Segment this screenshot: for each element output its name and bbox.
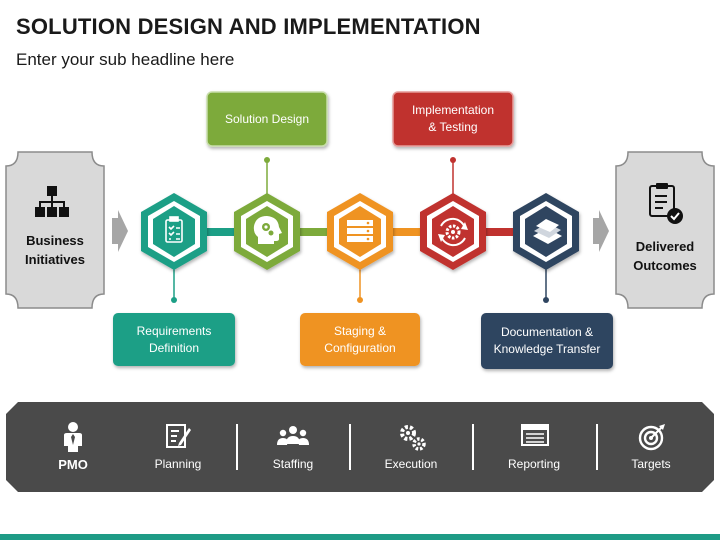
stage-box-staging <box>300 313 420 366</box>
bar-item-pmo: PMO <box>18 402 128 492</box>
documents-icon <box>533 219 562 244</box>
stage-hex-solution-design <box>234 193 300 270</box>
report-icon <box>521 424 549 446</box>
planning-icon <box>166 424 191 448</box>
stage-hex-documentation <box>513 193 579 270</box>
delivered-outcomes-panel <box>615 151 715 309</box>
person-icon <box>64 422 82 452</box>
stage-label-staging: Staging & Configuration <box>324 323 396 355</box>
clipboard-checklist-icon <box>165 216 183 243</box>
hierarchy-icon <box>35 186 69 217</box>
bottom-accent-strip <box>0 534 720 540</box>
arrow-out-icon <box>593 210 609 252</box>
separator <box>349 424 351 470</box>
gear-cycle-icon <box>438 217 468 247</box>
bar-item-execution: Execution <box>356 402 466 492</box>
stage-label-implementation: Implementation & Testing <box>411 103 495 134</box>
stage-hex-staging <box>327 193 393 270</box>
server-stack-icon <box>347 220 373 242</box>
stage-label-requirements: Requirements Definition <box>136 323 212 355</box>
stage-box-requirements <box>113 313 235 366</box>
business-initiatives-label: Business Initiatives <box>25 233 85 267</box>
connector <box>298 228 328 236</box>
stage-box-solution-design <box>206 91 328 147</box>
target-icon <box>638 424 665 451</box>
connector <box>391 228 421 236</box>
page-subtitle: Enter your sub headline here <box>16 50 235 69</box>
bar-item-targets: Targets <box>596 402 706 492</box>
page-title: SOLUTION DESIGN AND IMPLEMENTATION <box>16 14 481 39</box>
arrow-in-icon <box>112 210 128 252</box>
process-diagram <box>5 91 715 369</box>
stage-box-implementation <box>392 91 514 147</box>
bar-item-reporting: Reporting <box>479 402 589 492</box>
business-initiatives-panel <box>5 151 105 309</box>
stage-box-documentation <box>481 313 613 369</box>
stage-label-documentation: Documentation & Knowledge Transfer <box>493 325 601 356</box>
stage-hex-implementation <box>420 193 486 270</box>
bar-item-staffing: Staffing <box>238 402 348 492</box>
clipboard-check-icon <box>649 183 683 224</box>
stage-label-solution-design: Solution Design <box>224 111 310 126</box>
function-bar: PMO Planning Staffing Execution <box>6 402 714 492</box>
separator <box>472 424 474 470</box>
separator <box>236 424 238 470</box>
stage-hex-requirements <box>141 193 207 270</box>
bar-item-planning: Planning <box>123 402 233 492</box>
gears-icon <box>400 425 426 451</box>
separator <box>596 424 598 470</box>
connector <box>484 228 514 236</box>
connector <box>205 228 235 236</box>
delivered-outcomes-label: Delivered Outcomes <box>633 239 697 273</box>
head-gears-icon <box>253 216 282 244</box>
team-icon <box>277 426 309 445</box>
